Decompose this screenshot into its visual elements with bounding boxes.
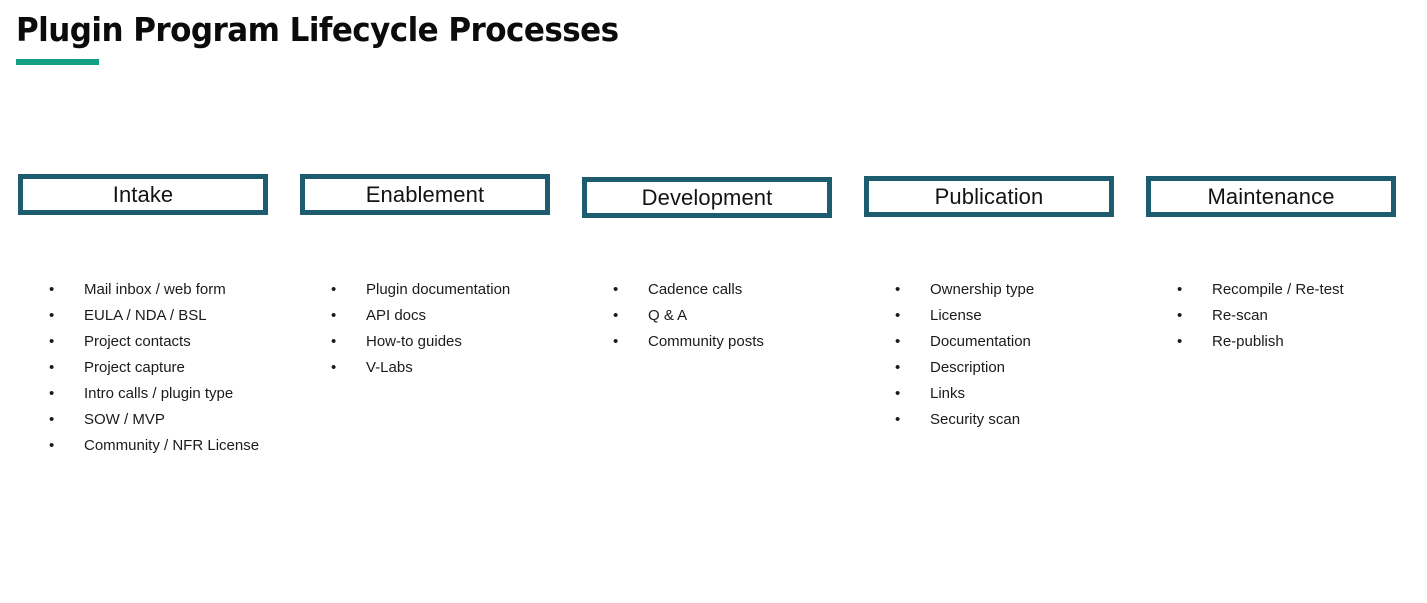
phase-header-intake[interactable]: Intake [18, 174, 268, 215]
list-item: • Description [864, 355, 1124, 381]
list-item-label: SOW / MVP [84, 411, 165, 428]
list-item: • API docs [300, 303, 560, 329]
bullet-icon: • [613, 333, 619, 350]
title-block: Plugin Program Lifecycle Processes [16, 10, 1016, 65]
list-item: • Intro calls / plugin type [18, 381, 278, 407]
phase-list-maintenance: • Recompile / Re-test • Re-scan • Re-publish [1146, 277, 1406, 355]
title-accent-bar [16, 59, 99, 65]
phase-header-publication[interactable]: Publication [864, 176, 1114, 217]
list-item: • Project capture [18, 355, 278, 381]
bullet-icon: • [331, 359, 337, 376]
bullet-icon: • [1177, 281, 1183, 298]
phase-header-label: Enablement [365, 181, 485, 207]
bullet-icon: • [49, 385, 55, 402]
list-item-label: Community posts [648, 333, 764, 350]
bullet-icon: • [895, 411, 901, 428]
phase-list-development: • Cadence calls • Q & A • Community posts [582, 277, 842, 355]
bullet-icon: • [49, 411, 55, 428]
phase-header-development[interactable]: Development [582, 177, 832, 218]
bullet-icon: • [895, 281, 901, 298]
list-item-label: API docs [366, 307, 427, 324]
list-item: • Re-publish [1146, 329, 1406, 355]
list-item-label: Ownership type [930, 281, 1035, 298]
bullet-icon: • [613, 307, 619, 324]
phase-list-enablement: • Plugin documentation • API docs • How-to gu… [300, 277, 560, 381]
list-item-label: License [930, 307, 982, 324]
list-item: • Cadence calls [582, 277, 842, 303]
phase-header-label: Intake [112, 181, 174, 207]
list-item-label: Re-scan [1212, 307, 1268, 324]
bullet-icon: • [331, 307, 337, 324]
list-item-label: Description [930, 359, 1006, 376]
bullet-icon: • [331, 281, 337, 298]
list-item-label: Mail inbox / web form [84, 281, 226, 298]
bullet-icon: • [1177, 307, 1183, 324]
phase-list-publication: • Ownership type • License • Documentation • De… [864, 277, 1124, 433]
list-item: • License [864, 303, 1124, 329]
bullet-icon: • [49, 333, 55, 350]
phase-header-enablement[interactable]: Enablement [300, 174, 550, 215]
list-item-label: How-to guides [366, 333, 462, 350]
list-item-label: Q & A [648, 307, 688, 324]
list-item: • Community / NFR License [18, 433, 278, 459]
list-item: • Re-scan [1146, 303, 1406, 329]
list-item-label: Intro calls / plugin type [84, 385, 234, 402]
list-item: • Links [864, 381, 1124, 407]
list-item: • SOW / MVP [18, 407, 278, 433]
list-item: • Documentation [864, 329, 1124, 355]
phase-header-label: Publication [934, 183, 1044, 209]
bullet-icon: • [49, 307, 55, 324]
list-item: • How-to guides [300, 329, 560, 355]
list-item: • Ownership type [864, 277, 1124, 303]
phase-header-label: Development [641, 184, 773, 210]
bullet-icon: • [895, 333, 901, 350]
phase-list-intake: •Mail inbox / web form•EULA / NDA / BSL•… [18, 277, 278, 459]
list-item-label: Re-publish [1212, 333, 1284, 350]
list-item-label: Plugin documentation [366, 281, 511, 298]
list-item-label: EULA / NDA / BSL [84, 307, 207, 324]
list-item: • Plugin documentation [300, 277, 560, 303]
list-item-label: Documentation [930, 333, 1031, 350]
bullet-icon: • [49, 437, 55, 454]
list-item: • Project contacts [18, 329, 278, 355]
list-item: • Recompile / Re-test [1146, 277, 1406, 303]
list-item: • Community posts [582, 329, 842, 355]
page-title: Plugin Program Lifecycle Processes [16, 10, 619, 49]
list-item-label: Cadence calls [648, 281, 743, 298]
list-item: • EULA / NDA / BSL [18, 303, 278, 329]
bullet-icon: • [49, 281, 55, 298]
bullet-icon: • [613, 281, 619, 298]
bullet-icon: • [895, 307, 901, 324]
list-item-label: Recompile / Re-test [1212, 281, 1344, 298]
list-item: • Security scan [864, 407, 1124, 433]
list-item-label: Project contacts [84, 333, 191, 350]
phase-header-maintenance[interactable]: Maintenance [1146, 176, 1396, 217]
phase-header-label: Maintenance [1207, 183, 1335, 209]
list-item: • Q & A [582, 303, 842, 329]
bullet-icon: • [895, 385, 901, 402]
bullet-icon: • [49, 359, 55, 376]
list-item-label: Project capture [84, 359, 185, 376]
bullet-icon: • [1177, 333, 1183, 350]
list-item-label: V-Labs [366, 359, 413, 376]
bullet-icon: • [331, 333, 337, 350]
list-item: • V-Labs [300, 355, 560, 381]
list-item-label: Community / NFR License [84, 437, 260, 454]
bullet-icon: • [895, 359, 901, 376]
list-item-label: Security scan [930, 411, 1021, 428]
list-item: • Mail inbox / web form [18, 277, 278, 303]
list-item-label: Links [930, 385, 966, 402]
